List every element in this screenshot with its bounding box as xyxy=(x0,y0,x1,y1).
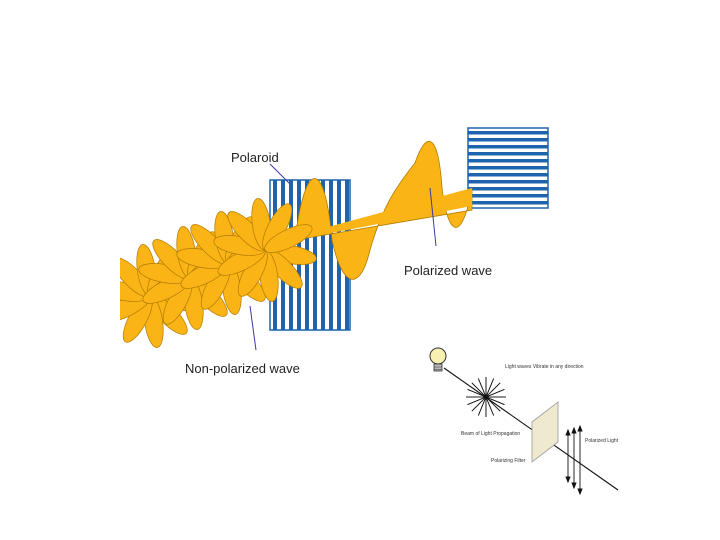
polaroid-slit xyxy=(468,159,548,163)
non-polarized-wave-label: Non-polarized wave xyxy=(185,361,300,376)
polarized-wave-axis xyxy=(295,188,472,240)
polarized-wave-label: Polarized wave xyxy=(404,263,493,278)
polaroid-slit xyxy=(468,145,548,149)
polarization-illustration xyxy=(120,127,549,351)
polarized-light-label: Polarized Light xyxy=(585,438,619,444)
polaroid-slit xyxy=(468,194,548,198)
polarizing-filter xyxy=(531,401,559,463)
non-polarized-wave-pointer xyxy=(249,305,257,351)
polaroid-slit xyxy=(321,180,325,330)
polarized-wave xyxy=(294,140,473,280)
light-waves-vibrate-label: Light waves Vibrate in any direction xyxy=(505,364,584,370)
polaroid-slit xyxy=(468,131,548,135)
polaroid-pointer xyxy=(269,163,291,185)
non-polarized-wave xyxy=(120,198,317,348)
polaroid-slit xyxy=(468,138,548,142)
vibration-ray xyxy=(467,388,505,406)
unpolarized-vibration-starburst xyxy=(466,377,506,417)
wave-petal xyxy=(264,224,313,253)
polarizing-filter-illustration xyxy=(429,347,619,496)
polaroid-slit xyxy=(468,166,548,170)
polaroid-label: Polaroid xyxy=(231,150,279,165)
polaroid-slit xyxy=(468,187,548,191)
light-beam xyxy=(443,367,619,491)
polaroid-slit xyxy=(329,180,333,330)
polaroid-slit xyxy=(468,180,548,184)
polarizing-filter-label: Polarizing Filter xyxy=(491,458,526,464)
polarized-wave-pointer xyxy=(429,187,437,247)
polaroid-slit xyxy=(468,201,548,205)
polaroid-slit xyxy=(468,152,548,156)
polarized-light-arrows xyxy=(565,424,583,496)
polaroid-horizontal-filter xyxy=(467,127,549,209)
beam-propagation-label: Beam of Light Propagation xyxy=(461,431,521,437)
polaroid-slit xyxy=(468,173,548,177)
light-bulb-icon xyxy=(429,347,447,372)
